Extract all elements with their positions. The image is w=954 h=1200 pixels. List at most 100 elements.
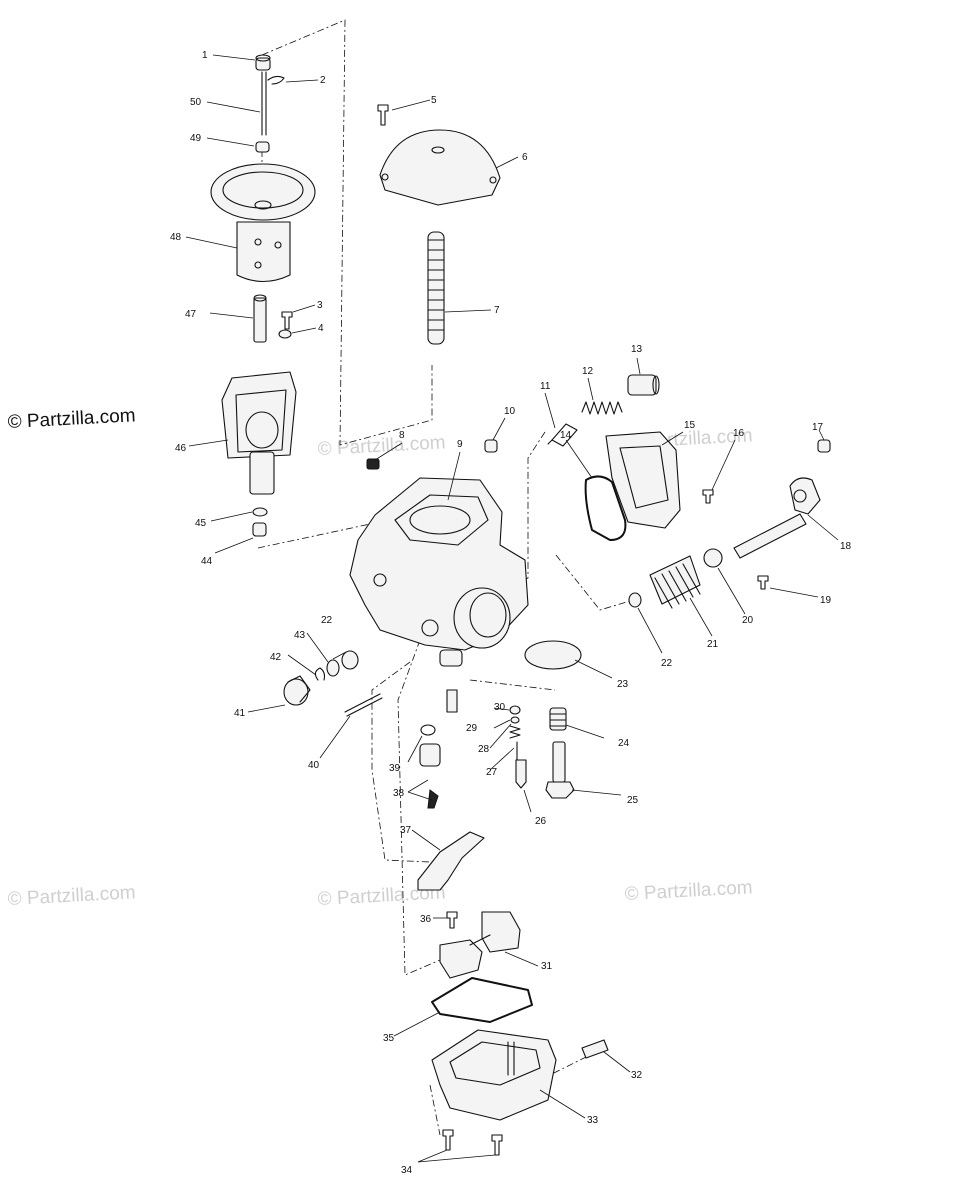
callout-4: 4 — [318, 323, 324, 334]
callout-11: 11 — [540, 381, 551, 392]
part-32-screw — [581, 1039, 609, 1059]
callout-18: 18 — [840, 541, 852, 552]
part-9-carb-body — [349, 477, 529, 667]
part-37-bracket — [417, 831, 485, 891]
part-4-washer — [278, 329, 292, 339]
part-7-spring — [427, 231, 445, 345]
callout-20: 20 — [742, 615, 754, 626]
part-25-screw — [545, 741, 575, 799]
callout-42: 42 — [270, 652, 282, 663]
callout-30: 30 — [494, 702, 506, 713]
callout-44: 44 — [201, 556, 213, 567]
callout-50: 50 — [190, 97, 202, 108]
callout-38: 38 — [393, 788, 405, 799]
part-2-clip — [267, 75, 285, 85]
callout-17: 17 — [812, 422, 824, 433]
part-39-oring — [420, 724, 436, 736]
part-19-screw — [757, 575, 769, 590]
part-40-rod — [344, 693, 383, 717]
part-20-bushing — [703, 548, 723, 568]
callout-26: 26 — [535, 816, 547, 827]
part-3-screw — [281, 311, 293, 330]
callout-22b: 22 — [661, 658, 673, 669]
callout-16: 16 — [733, 428, 745, 439]
part-36-screw — [446, 911, 458, 929]
callout-22: 22 — [321, 615, 333, 626]
part-38-float-valve — [419, 743, 441, 809]
part-6-cover — [379, 129, 501, 206]
part-23-plate — [524, 640, 582, 670]
part-33-float-bowl — [431, 1029, 557, 1121]
part-47-holder — [253, 294, 267, 343]
callout-32: 32 — [631, 1070, 643, 1081]
part-26-screw — [515, 759, 527, 789]
callout-46: 46 — [175, 443, 187, 454]
callout-37: 37 — [400, 825, 412, 836]
callout-27: 27 — [486, 767, 498, 778]
callout-8: 8 — [399, 430, 405, 441]
part-45-washer — [252, 507, 268, 517]
watermark: © Partzilla.com — [7, 882, 136, 910]
callout-39: 39 — [389, 763, 401, 774]
callout-9: 9 — [457, 439, 463, 450]
leader-lines — [185, 54, 839, 1163]
callout-45: 45 — [195, 518, 207, 529]
callout-49: 49 — [190, 133, 202, 144]
part-46-slide-body — [221, 371, 297, 495]
callout-43: 43 — [294, 630, 306, 641]
part-16-screw — [702, 489, 714, 504]
callout-3: 3 — [317, 300, 323, 311]
part-15-cover — [605, 431, 681, 529]
part-13-cap — [627, 374, 660, 396]
callout-13: 13 — [631, 344, 643, 355]
part-21-spring — [649, 555, 701, 609]
part-43-washer — [326, 659, 340, 677]
callout-31: 31 — [541, 961, 553, 972]
callout-7: 7 — [494, 305, 500, 316]
part-28-spring — [509, 725, 521, 739]
part-30-oring — [509, 705, 521, 715]
callout-25: 25 — [627, 795, 639, 806]
callout-15: 15 — [684, 420, 696, 431]
part-22-washer — [341, 650, 359, 670]
watermark: © Partzilla.com — [624, 877, 753, 905]
part-14-gasket — [584, 475, 627, 541]
callout-40: 40 — [308, 760, 320, 771]
callout-33: 33 — [587, 1115, 599, 1126]
part-44-jet — [252, 522, 267, 537]
part-12-spring — [581, 401, 623, 415]
part-1-cap — [255, 54, 271, 71]
part-5-screw — [377, 104, 389, 126]
parts-layer — [210, 54, 831, 1156]
part-18-shaft — [733, 477, 821, 559]
part-11-screw — [547, 423, 578, 447]
callout-34: 34 — [401, 1165, 413, 1176]
part-8-plug — [366, 458, 380, 470]
callout-23: 23 — [617, 679, 629, 690]
part-48-diaphragm-slide — [210, 163, 316, 283]
callout-29: 29 — [466, 723, 478, 734]
part-35-gasket — [431, 977, 533, 1023]
callout-5: 5 — [431, 95, 437, 106]
part-29-washer — [510, 716, 520, 724]
callout-28: 28 — [478, 744, 490, 755]
callout-2: 2 — [320, 75, 326, 86]
part-10-plug — [484, 439, 498, 453]
part-41-cap — [283, 675, 311, 706]
callout-24: 24 — [618, 738, 630, 749]
copyright-notice: © Partzilla.com — [7, 405, 136, 433]
part-24-spring — [549, 707, 567, 731]
callout-6: 6 — [522, 152, 528, 163]
callout-10: 10 — [504, 406, 516, 417]
part-49-washer — [255, 141, 270, 153]
callout-19: 19 — [820, 595, 832, 606]
part-50-needle — [261, 71, 267, 136]
callout-1: 1 — [202, 50, 208, 61]
callout-35: 35 — [383, 1033, 395, 1044]
callout-41: 41 — [234, 708, 246, 719]
callout-21: 21 — [707, 639, 719, 650]
part-jet — [446, 689, 458, 713]
callout-48: 48 — [170, 232, 182, 243]
callout-14: 14 — [560, 430, 572, 441]
